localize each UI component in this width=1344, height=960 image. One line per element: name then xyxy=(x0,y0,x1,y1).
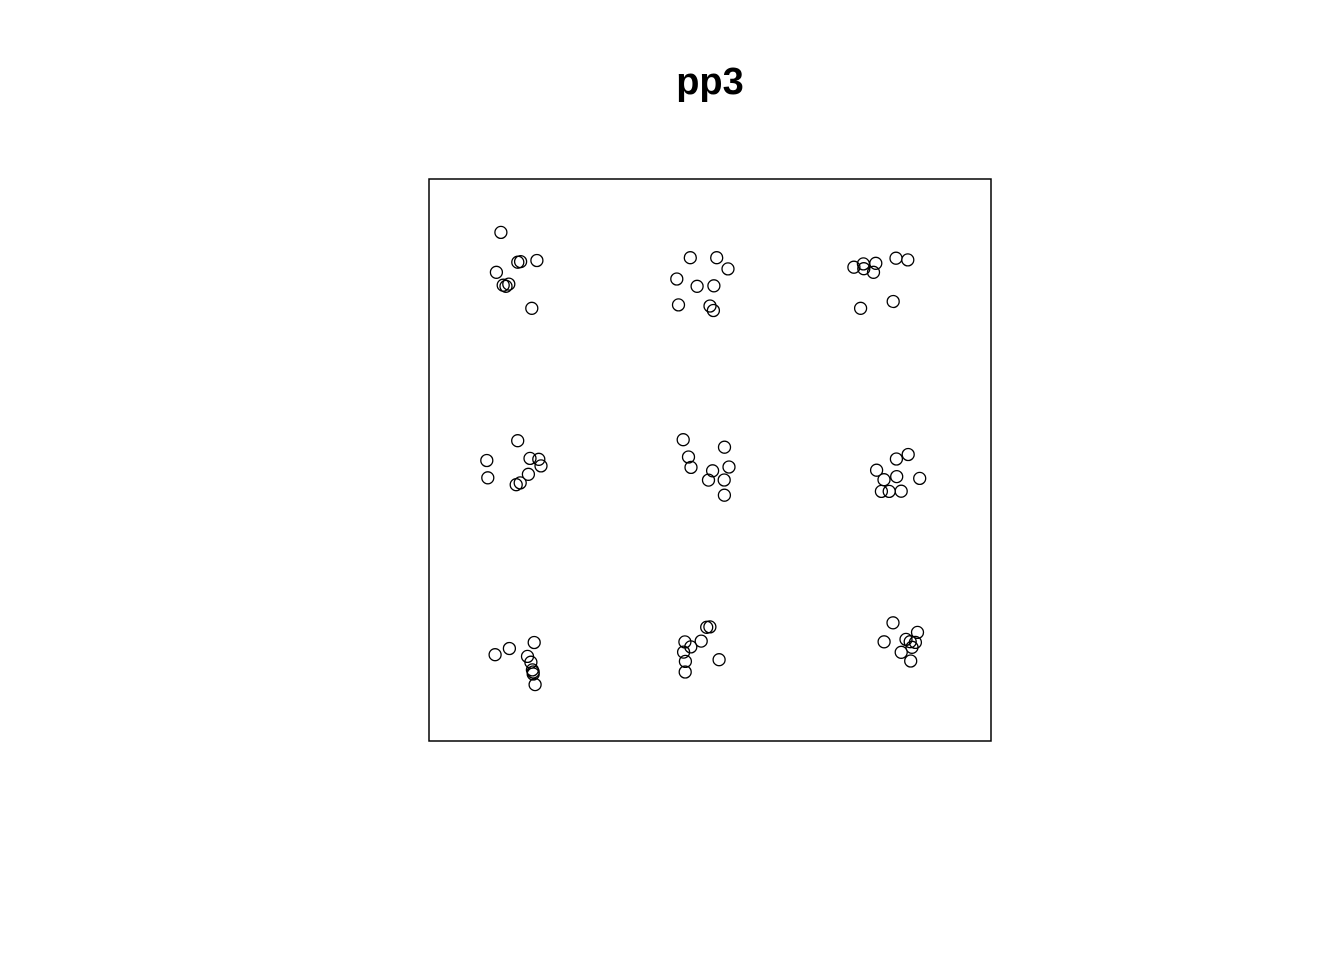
data-point xyxy=(670,272,684,286)
data-point xyxy=(707,279,721,293)
data-point xyxy=(684,640,698,654)
data-point xyxy=(499,279,513,293)
data-point xyxy=(684,460,698,475)
data-point xyxy=(874,484,889,499)
data-point xyxy=(513,254,528,269)
data-point xyxy=(886,616,900,630)
data-point xyxy=(526,665,540,679)
data-point xyxy=(901,253,915,267)
data-point xyxy=(903,635,917,649)
data-point xyxy=(502,277,516,291)
data-point xyxy=(866,265,881,279)
observation-window xyxy=(428,178,992,742)
data-point xyxy=(690,279,704,293)
data-point xyxy=(678,654,693,669)
data-point xyxy=(847,260,861,274)
data-point xyxy=(513,476,527,490)
data-point xyxy=(717,440,732,454)
data-point xyxy=(908,635,923,650)
data-point xyxy=(511,434,525,448)
data-point xyxy=(489,265,504,279)
data-point xyxy=(869,463,884,477)
points-layer xyxy=(480,225,927,692)
data-point xyxy=(857,262,871,276)
data-point xyxy=(488,648,502,662)
data-point xyxy=(681,450,696,464)
data-point xyxy=(877,473,891,487)
chart-title: pp3 xyxy=(676,61,744,103)
data-point xyxy=(676,433,690,447)
data-point xyxy=(889,251,903,265)
data-point xyxy=(701,473,716,487)
data-point xyxy=(481,471,495,485)
data-point xyxy=(480,453,494,468)
data-point xyxy=(913,471,927,486)
data-point xyxy=(703,620,717,634)
data-point xyxy=(706,303,721,318)
data-point xyxy=(530,253,544,268)
data-point xyxy=(532,452,546,466)
data-point xyxy=(717,473,731,487)
data-point xyxy=(521,467,536,481)
data-point xyxy=(904,654,918,668)
data-point xyxy=(676,645,691,659)
data-point xyxy=(523,451,537,466)
data-point xyxy=(527,635,541,650)
data-point xyxy=(703,299,717,313)
data-point xyxy=(869,256,883,270)
data-point xyxy=(534,459,548,473)
data-point xyxy=(886,294,900,309)
data-point xyxy=(494,225,508,240)
data-point xyxy=(705,464,720,478)
data-point xyxy=(671,298,686,312)
data-point xyxy=(694,634,708,648)
data-point xyxy=(894,484,908,498)
data-point xyxy=(502,641,517,656)
data-point xyxy=(710,251,724,265)
data-point xyxy=(712,653,726,667)
data-point xyxy=(683,251,697,265)
data-point xyxy=(910,625,925,640)
data-point xyxy=(901,447,915,462)
data-point xyxy=(853,301,868,315)
data-point xyxy=(894,645,908,659)
data-point xyxy=(717,488,732,502)
data-point xyxy=(890,469,904,484)
data-point xyxy=(721,262,735,276)
data-point xyxy=(678,665,692,679)
data-point xyxy=(877,635,891,649)
data-point xyxy=(528,677,542,692)
data-point xyxy=(525,301,539,315)
data-point xyxy=(722,460,736,474)
data-point xyxy=(889,452,904,466)
